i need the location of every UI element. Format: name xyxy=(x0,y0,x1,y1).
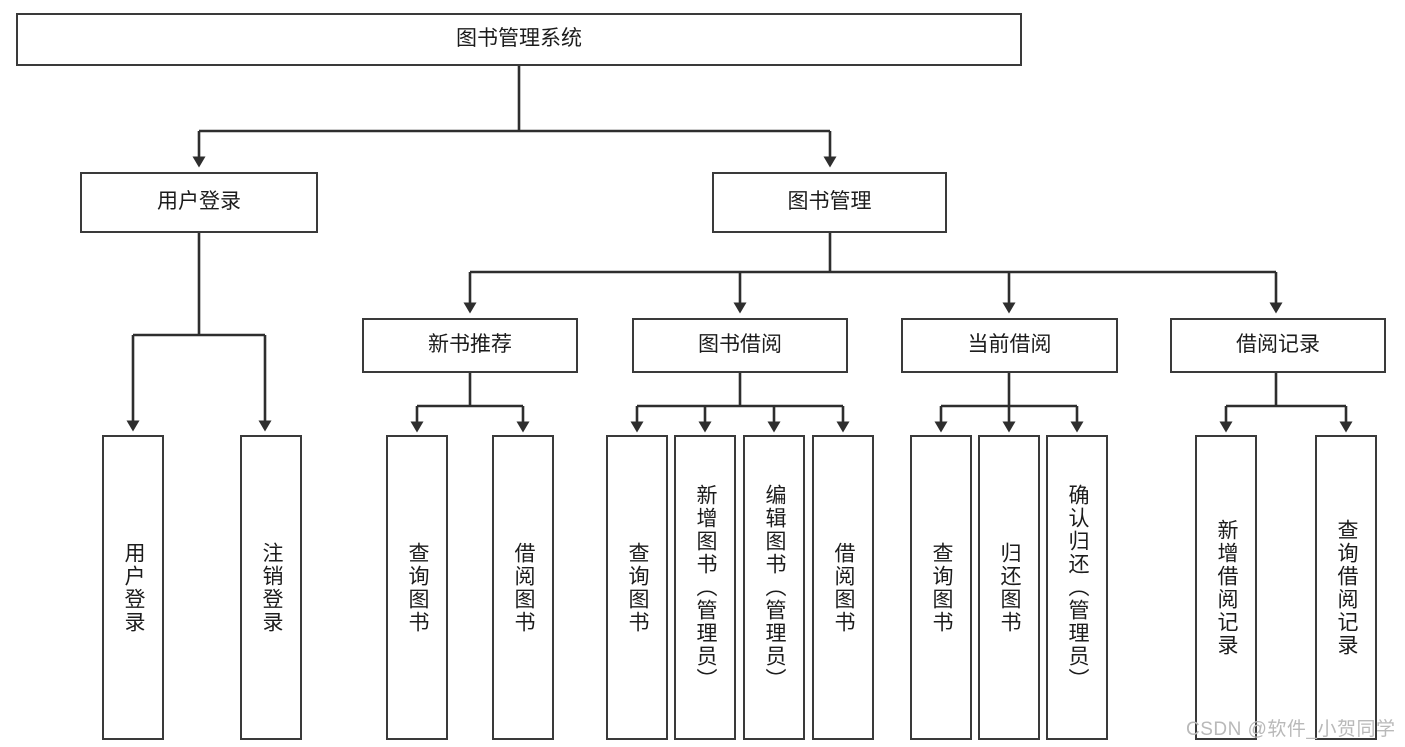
leaf-user-logout[interactable]: 注销登录 xyxy=(240,435,302,740)
leaf-label: 借阅图书 xyxy=(512,541,536,634)
leaf-label: 查询图书 xyxy=(626,541,650,634)
leaf-label: 用户登录 xyxy=(122,541,146,634)
node-book-borrow[interactable]: 图书借阅 xyxy=(632,318,848,373)
leaf-borrow-book-1[interactable]: 借阅图书 xyxy=(492,435,554,740)
node-current-borrow[interactable]: 当前借阅 xyxy=(901,318,1118,373)
leaf-label: 新增图书（管理员） xyxy=(694,484,718,691)
leaf-user-login[interactable]: 用户登录 xyxy=(102,435,164,740)
leaf-label: 编辑图书（管理员） xyxy=(763,484,787,691)
node-new-book-recommend[interactable]: 新书推荐 xyxy=(362,318,578,373)
leaf-label: 查询图书 xyxy=(406,541,430,634)
node-borrow-record[interactable]: 借阅记录 xyxy=(1170,318,1386,373)
leaf-return-book[interactable]: 归还图书 xyxy=(978,435,1040,740)
leaf-query-book-1[interactable]: 查询图书 xyxy=(386,435,448,740)
leaf-add-book[interactable]: 新增图书（管理员） xyxy=(674,435,736,740)
leaf-query-book-3[interactable]: 查询图书 xyxy=(910,435,972,740)
leaf-label: 借阅图书 xyxy=(832,541,856,634)
node-root-system[interactable]: 图书管理系统 xyxy=(16,13,1022,66)
leaf-label: 查询借阅记录 xyxy=(1335,518,1359,657)
leaf-label: 确认归还（管理员） xyxy=(1066,484,1090,691)
leaf-add-record[interactable]: 新增借阅记录 xyxy=(1195,435,1257,740)
leaf-label: 注销登录 xyxy=(260,541,284,634)
leaf-query-record[interactable]: 查询借阅记录 xyxy=(1315,435,1377,740)
node-user-login[interactable]: 用户登录 xyxy=(80,172,318,233)
leaf-confirm-return[interactable]: 确认归还（管理员） xyxy=(1046,435,1108,740)
leaf-label: 新增借阅记录 xyxy=(1215,518,1239,657)
leaf-label: 归还图书 xyxy=(998,541,1022,634)
leaf-label: 查询图书 xyxy=(930,541,954,634)
leaf-edit-book[interactable]: 编辑图书（管理员） xyxy=(743,435,805,740)
leaf-borrow-book-2[interactable]: 借阅图书 xyxy=(812,435,874,740)
node-book-manage[interactable]: 图书管理 xyxy=(712,172,947,233)
leaf-query-book-2[interactable]: 查询图书 xyxy=(606,435,668,740)
